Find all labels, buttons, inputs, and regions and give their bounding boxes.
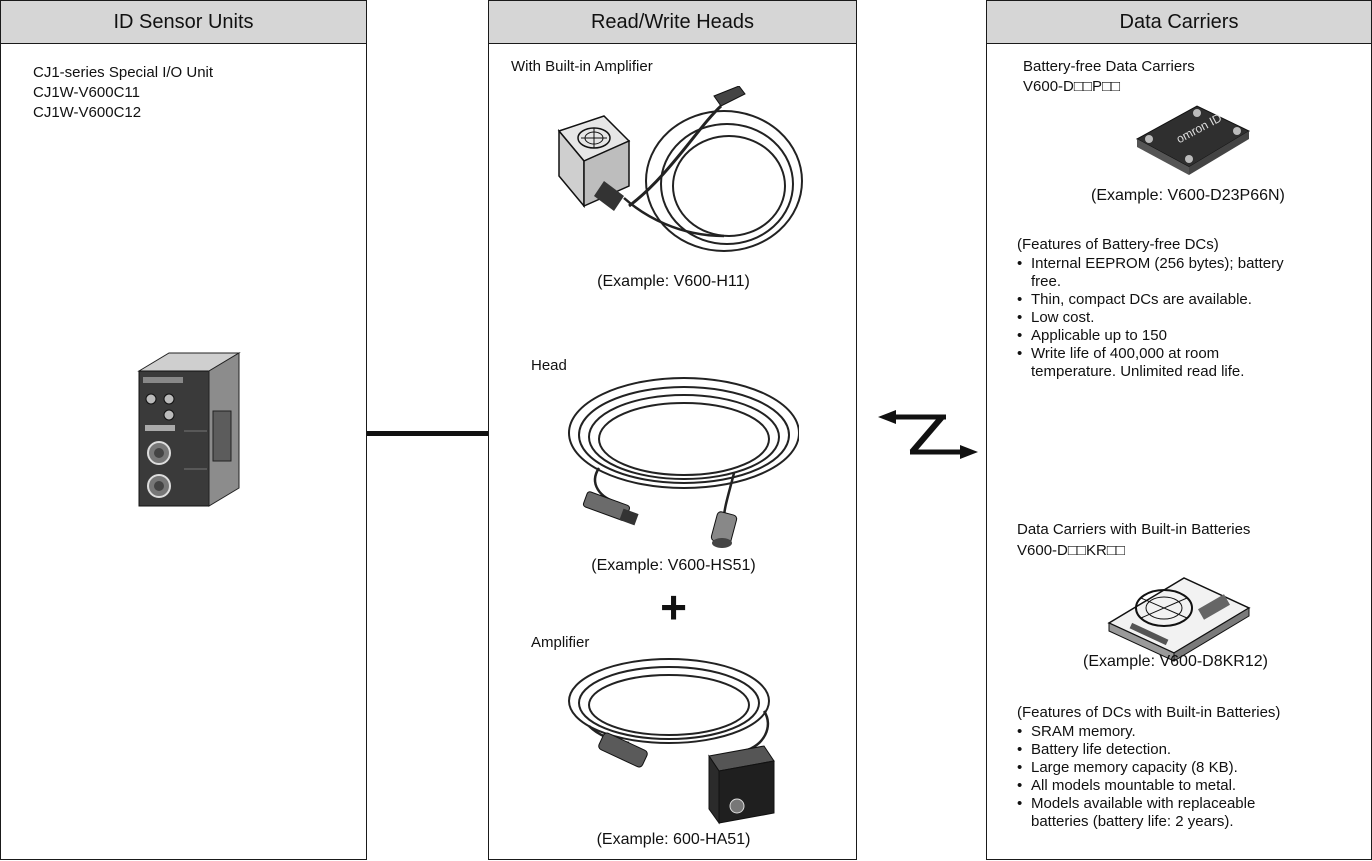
read-write-heads-header: Read/Write Heads xyxy=(489,1,856,44)
built-in-battery-feature: All models mountable to metal. xyxy=(1017,777,1357,795)
built-in-battery-features-list: SRAM memory. Battery life detection. Lar… xyxy=(1017,723,1357,831)
battery-free-feature: Thin, compact DCs are available. xyxy=(1017,291,1357,309)
id-sensor-units-header: ID Sensor Units xyxy=(1,1,366,44)
wireless-communication-arrows-icon xyxy=(878,410,978,459)
battery-free-data-carrier-illustration: omron ID xyxy=(1135,105,1251,175)
data-carriers-header: Data Carriers xyxy=(987,1,1371,44)
built-in-battery-features-title: (Features of DCs with Built-in Batteries… xyxy=(1017,704,1281,721)
connection-line xyxy=(367,431,489,436)
built-in-battery-title: Data Carriers with Built-in Batteries xyxy=(1017,521,1251,538)
built-in-battery-feature: Models available with replaceable batter… xyxy=(1017,795,1357,831)
id-sensor-line-2: CJ1W-V600C11 xyxy=(33,84,140,101)
battery-free-feature: Applicable up to 150 xyxy=(1017,327,1357,345)
amplifier-label: Amplifier xyxy=(531,634,590,651)
battery-free-caption: (Example: V600-D23P66N) xyxy=(1091,187,1285,204)
head-caption: (Example: V600-HS51) xyxy=(591,557,756,574)
read-write-heads-title: Read/Write Heads xyxy=(590,10,755,33)
battery-free-features-list: Internal EEPROM (256 bytes); battery fre… xyxy=(1017,255,1357,381)
battery-free-title: Battery-free Data Carriers xyxy=(1023,58,1195,75)
built-in-battery-feature: Battery life detection. xyxy=(1017,741,1357,759)
id-sensor-units-panel: ID Sensor Units CJ1-series Special I/O U… xyxy=(0,0,367,860)
data-carriers-panel: Data Carriers Battery-free Data Carriers… xyxy=(986,0,1372,860)
battery-free-feature: Low cost. xyxy=(1017,309,1357,327)
plus-sign: + xyxy=(660,581,687,633)
id-sensor-line-1: CJ1-series Special I/O Unit xyxy=(33,64,214,81)
built-in-battery-model: V600-D□□KR□□ xyxy=(1017,542,1125,559)
built-in-amplifier-label: With Built-in Amplifier xyxy=(511,58,653,75)
id-sensor-unit-illustration xyxy=(137,352,241,507)
battery-free-features-title: (Features of Battery-free DCs) xyxy=(1017,236,1219,253)
built-in-battery-data-carrier-illustration xyxy=(1107,577,1251,662)
amplifier-caption: (Example: 600-HA51) xyxy=(596,831,751,848)
battery-free-feature: Write life of 400,000 at room temperatur… xyxy=(1017,345,1357,381)
amplifier-illustration xyxy=(568,658,775,825)
built-in-amplifier-head-illustration xyxy=(557,86,803,252)
built-in-battery-caption: (Example: V600-D8KR12) xyxy=(1083,653,1268,670)
built-in-battery-feature: SRAM memory. xyxy=(1017,723,1357,741)
battery-free-model: V600-D□□P□□ xyxy=(1023,78,1121,95)
data-carriers-title: Data Carriers xyxy=(1119,10,1239,33)
head-label: Head xyxy=(531,357,567,374)
read-write-heads-panel: Read/Write Heads With Built-in Amplifier… xyxy=(488,0,857,860)
id-sensor-units-title: ID Sensor Units xyxy=(113,10,254,33)
battery-free-feature: Internal EEPROM (256 bytes); battery fre… xyxy=(1017,255,1357,291)
built-in-battery-feature: Large memory capacity (8 KB). xyxy=(1017,759,1357,777)
built-in-amplifier-caption: (Example: V600-H11) xyxy=(597,273,750,290)
id-sensor-line-3: CJ1W-V600C12 xyxy=(33,104,142,121)
head-cable-illustration xyxy=(568,377,799,548)
